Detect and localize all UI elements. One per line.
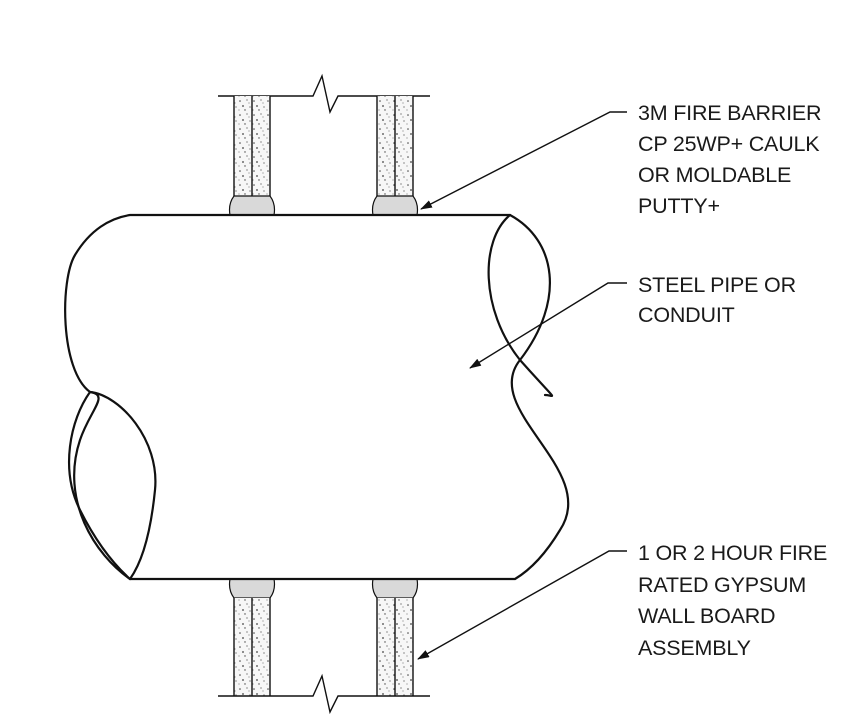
callout-fire-barrier-line-3: OR MOLDABLE <box>638 163 791 187</box>
lower-wall-bottom-line <box>218 673 430 715</box>
callout-fire-barrier-line-2: CP 25WP+ CAULK <box>638 132 820 156</box>
callout-wall-assembly-line-1: 1 OR 2 HOUR FIRE <box>638 541 827 565</box>
lower-left-gypsum-board <box>233 598 271 696</box>
callout-fire-barrier: 3M FIRE BARRIER CP 25WP+ CAULK OR MOLDAB… <box>638 101 827 218</box>
callout-wall-assembly: 1 OR 2 HOUR FIRE RATED GYPSUM WALL BOARD… <box>638 541 833 660</box>
callout-steel-pipe-line-2: CONDUIT <box>638 303 735 327</box>
lower-right-sealant <box>371 578 419 599</box>
callout-wall-assembly-line-4: ASSEMBLY <box>638 636 751 660</box>
upper-right-sealant <box>371 195 419 216</box>
lower-left-sealant <box>228 578 276 599</box>
pipe-body <box>64 213 570 581</box>
callout-fire-barrier-line-4: PUTTY+ <box>638 194 720 218</box>
upper-wall-assembly <box>218 73 430 216</box>
leader-steel-pipe <box>469 282 627 369</box>
upper-wall-top-line <box>218 73 430 115</box>
leader-fire-barrier <box>420 111 627 210</box>
upper-left-sealant <box>228 195 276 216</box>
lower-right-gypsum-board <box>376 598 414 696</box>
callout-wall-assembly-line-2: RATED GYPSUM <box>638 573 806 597</box>
callout-steel-pipe-line-1: STEEL PIPE OR <box>638 273 796 297</box>
callout-fire-barrier-line-1: 3M FIRE BARRIER <box>638 101 821 125</box>
pipe-left-break-curve <box>68 390 132 581</box>
upper-right-gypsum-board <box>376 96 414 196</box>
callout-steel-pipe: STEEL PIPE OR CONDUIT <box>638 273 802 327</box>
pipe-right-break-curve <box>487 213 554 398</box>
callout-wall-assembly-line-3: WALL BOARD <box>638 604 775 628</box>
leader-wall-assembly <box>417 550 627 660</box>
steel-pipe <box>64 213 570 581</box>
upper-left-gypsum-board <box>233 96 271 196</box>
lower-wall-assembly <box>218 578 430 715</box>
